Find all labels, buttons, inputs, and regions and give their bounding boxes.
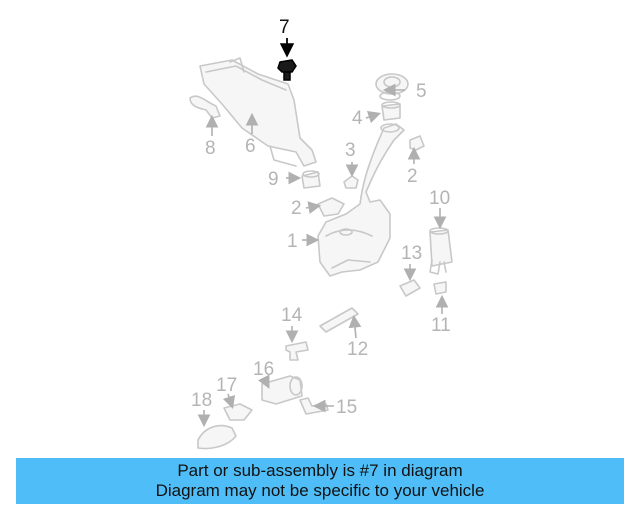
info-banner: Part or sub-assembly is #7 in diagram Di… bbox=[16, 458, 624, 504]
callout-5: 5 bbox=[416, 81, 427, 102]
grommet-part-11 bbox=[433, 281, 447, 295]
callout-10: 10 bbox=[429, 188, 450, 209]
banner-disclaimer-text: Diagram may not be specific to your vehi… bbox=[155, 481, 485, 500]
callout-14: 14 bbox=[281, 305, 303, 326]
callout-1: 1 bbox=[287, 231, 298, 252]
connector-part-13 bbox=[399, 279, 421, 297]
gasket-part-4 bbox=[381, 101, 401, 121]
callout-leaders bbox=[197, 38, 449, 428]
banner-part-text: Part or sub-assembly is #7 in diagram bbox=[177, 461, 463, 480]
callout-7: 7 bbox=[279, 17, 290, 38]
callout-16: 16 bbox=[253, 359, 274, 380]
valve-part-16 bbox=[261, 375, 303, 405]
reservoir-part-1 bbox=[317, 123, 405, 277]
callout-18: 18 bbox=[191, 390, 212, 411]
cap-part-5 bbox=[375, 73, 409, 101]
tee-part-14 bbox=[285, 341, 309, 361]
callout-3: 3 bbox=[345, 140, 356, 161]
callout-15: 15 bbox=[336, 397, 357, 418]
callout-2-left: 2 bbox=[291, 198, 302, 219]
callout-4: 4 bbox=[352, 108, 363, 129]
bolt-part-7 bbox=[277, 59, 297, 81]
callout-9: 9 bbox=[268, 169, 279, 190]
pump-part-10 bbox=[429, 227, 453, 275]
clip-part-3 bbox=[343, 175, 359, 189]
cover-part-18 bbox=[197, 424, 237, 450]
nozzle-part-17 bbox=[223, 403, 253, 421]
callout-13: 13 bbox=[401, 243, 422, 264]
callout-6: 6 bbox=[245, 136, 256, 157]
clip-part-2-left bbox=[317, 197, 345, 217]
parts-diagram: 7 5 4 6 8 3 2 9 2 1 10 13 11 14 12 16 15… bbox=[189, 17, 453, 450]
callout-8: 8 bbox=[205, 138, 216, 159]
hose-part-8 bbox=[189, 95, 221, 119]
callout-11: 11 bbox=[431, 315, 451, 336]
pipe-part-12 bbox=[319, 307, 359, 333]
callout-12: 12 bbox=[347, 339, 368, 360]
callout-2-right: 2 bbox=[407, 166, 418, 187]
grommet-part-9 bbox=[301, 170, 321, 189]
clip-part-2-right bbox=[409, 135, 425, 151]
callout-17: 17 bbox=[216, 375, 237, 396]
